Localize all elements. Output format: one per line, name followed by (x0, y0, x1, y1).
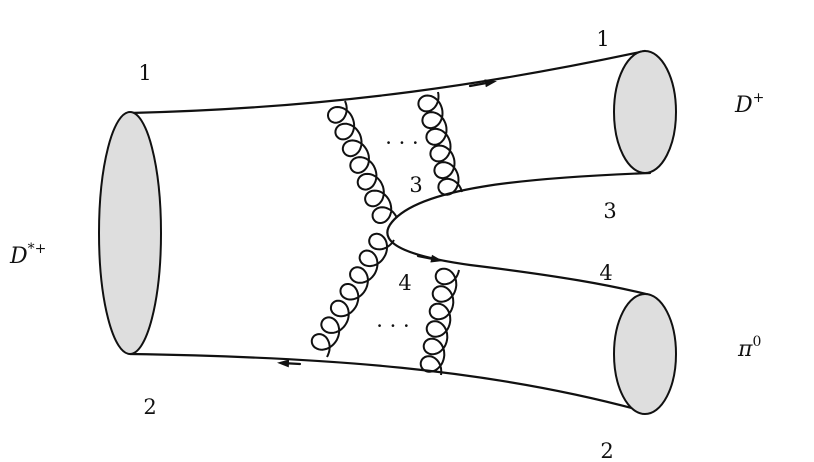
initial-meson-label: D*+ (9, 241, 46, 269)
dots-bottom: · · · (376, 314, 409, 338)
gluon-top-left (327, 100, 398, 224)
gluon-bottom-right (419, 267, 460, 376)
quark-4-mid-label: 4 (398, 271, 411, 295)
quark-4-right-label: 4 (599, 261, 612, 285)
final-meson-top-blob (613, 50, 677, 174)
quark-3-right-label: 3 (603, 199, 616, 223)
quark-3-mid-label: 3 (409, 173, 422, 197)
quark-line-2 (128, 352, 652, 415)
quark-1-right-label: 1 (596, 27, 609, 51)
quark-2-left-label: 2 (143, 395, 156, 419)
dots-top: · · · (385, 131, 418, 155)
quark-line-3-4-turn (386, 171, 652, 297)
gluon-top-right (417, 91, 463, 196)
quark-2-right-label: 2 (600, 439, 613, 462)
final-meson-bottom-blob (613, 293, 677, 415)
quark-line-1 (128, 49, 647, 115)
initial-meson-blob (98, 111, 162, 355)
final-meson-bottom-label: π0 (737, 334, 761, 362)
arrow-quark-2 (277, 359, 302, 368)
final-meson-top-label: D+ (734, 90, 764, 118)
gluon-bottom-left (310, 232, 395, 358)
arrow-quark-1 (468, 79, 497, 88)
arrow-quark-4 (416, 254, 443, 263)
quark-1-left-label: 1 (138, 61, 151, 85)
